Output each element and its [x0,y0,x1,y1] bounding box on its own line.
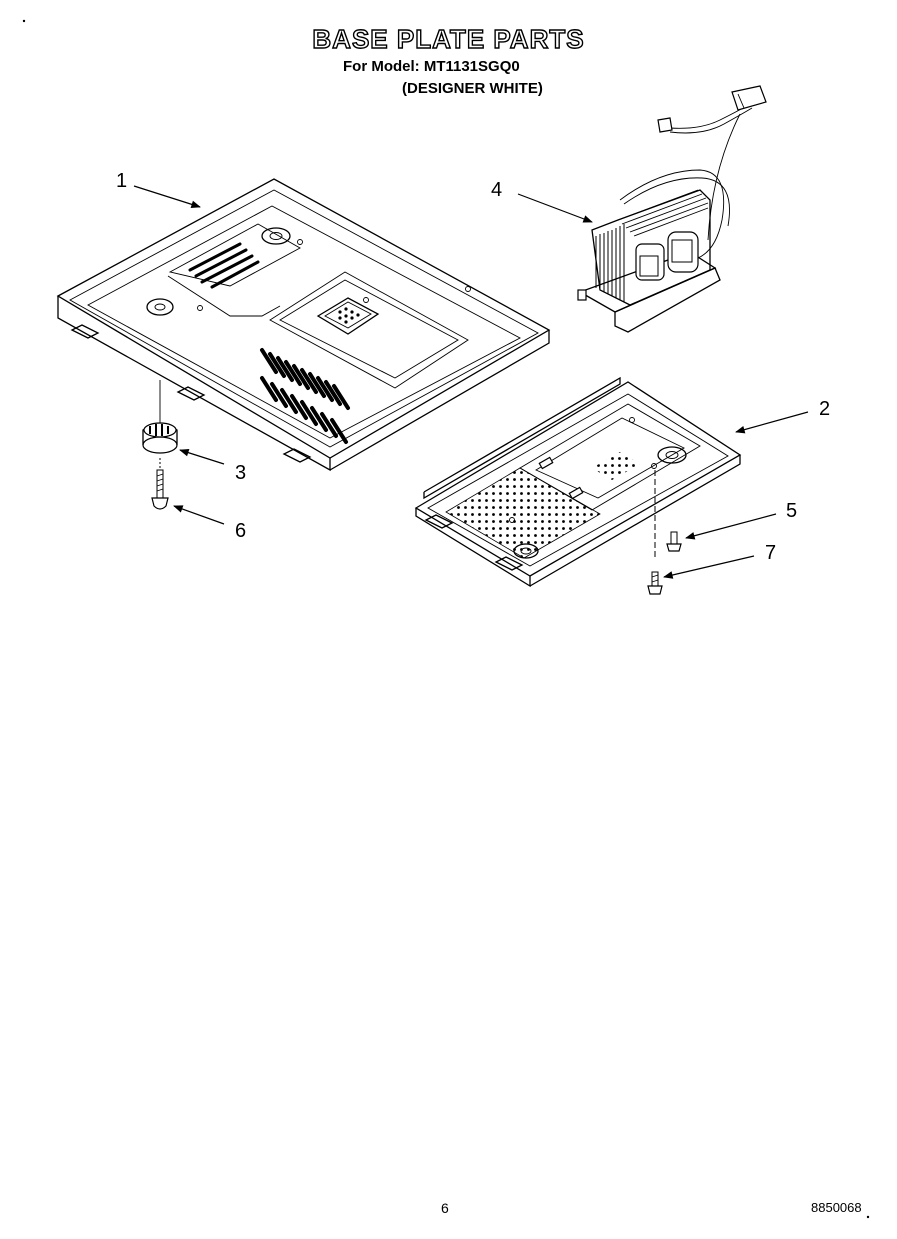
scan-speck [22,19,26,23]
callout-1: 1 [116,170,128,192]
callout-6: 6 [235,520,247,542]
callout-2: 2 [819,398,831,420]
small-base-plate [414,376,742,588]
screw-7 [647,571,663,595]
model-line: For Model: MT1131SGQ0 [343,58,520,75]
rubber-foot [142,422,178,454]
page-number: 6 [441,1200,449,1216]
screw-6 [151,458,169,510]
callout-3: 3 [235,462,247,484]
callout-7: 7 [765,542,777,564]
transformer [577,85,767,333]
page-title: BASE PLATE PARTS [312,23,585,54]
model-variant: (DESIGNER WHITE) [402,80,543,97]
screw-5 [666,531,682,552]
scan-speck [866,1215,870,1219]
callout-arrows [133,185,809,579]
reference-code: 8850068 [811,1200,862,1215]
callout-5: 5 [786,500,798,522]
base-plate [56,178,551,472]
callout-4: 4 [491,179,503,201]
